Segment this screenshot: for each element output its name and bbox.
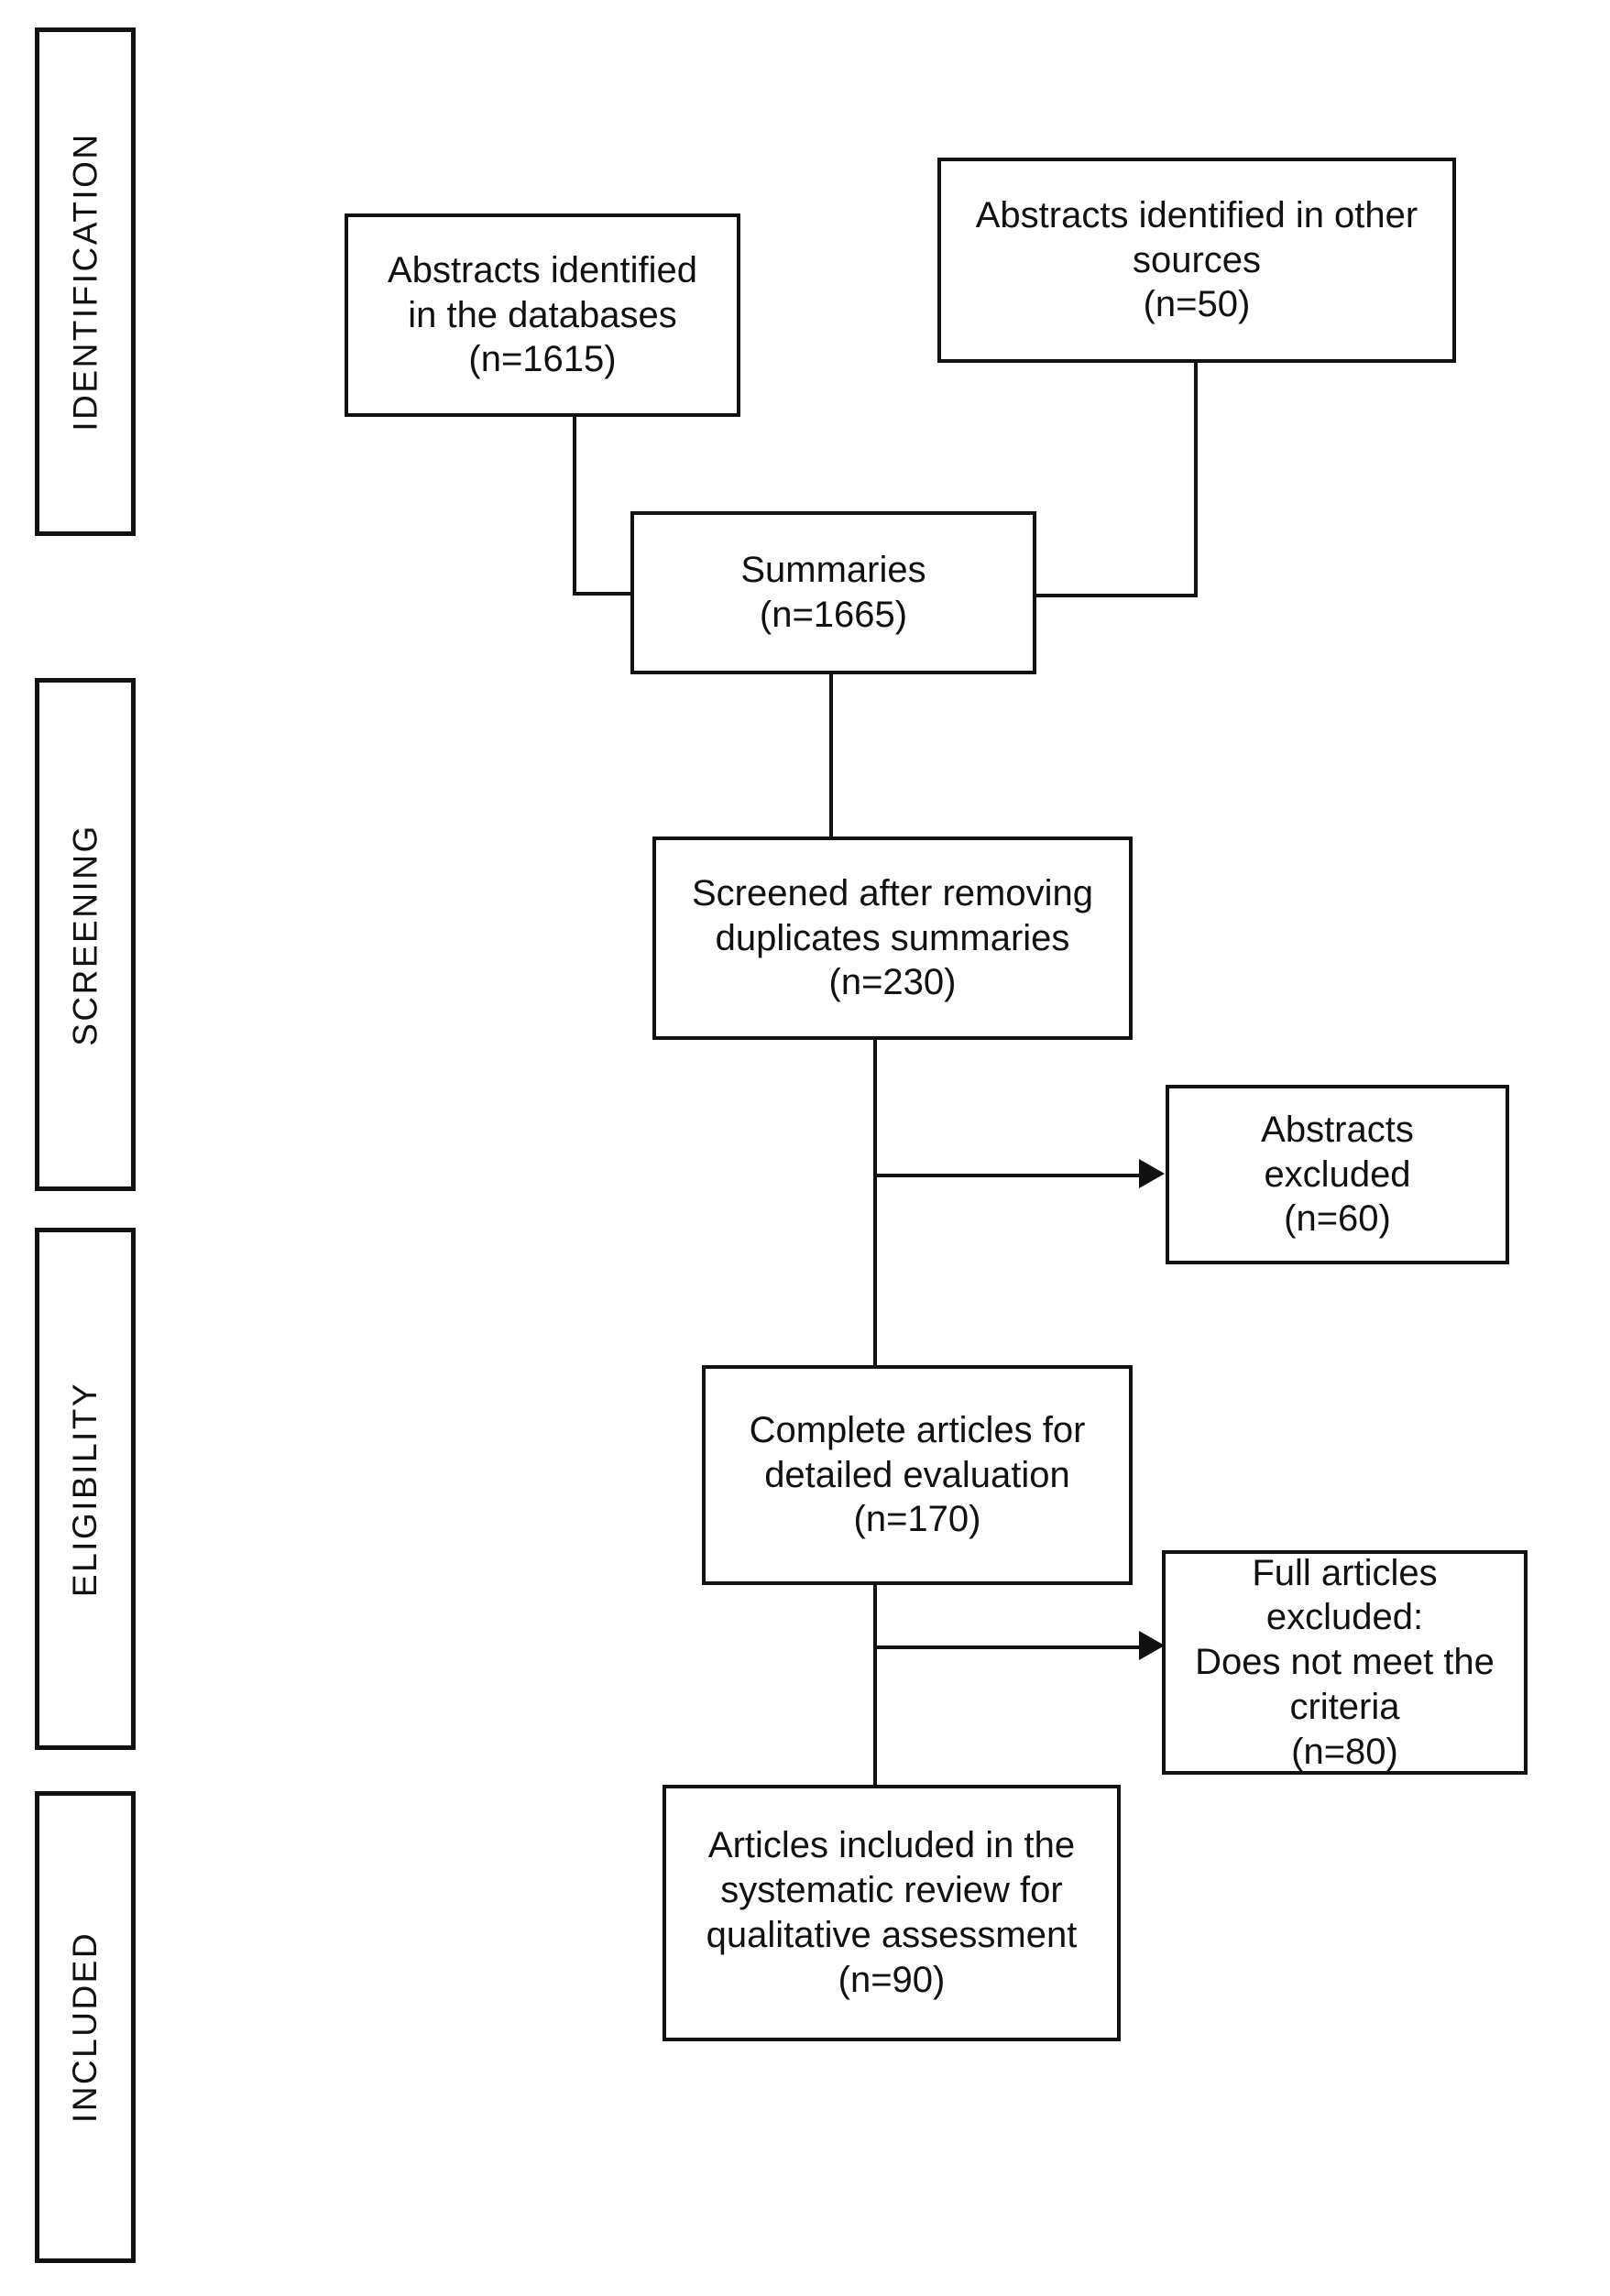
node-articles-included-text: Articles included in the systematic revi… bbox=[706, 1825, 1078, 2000]
connector-complete-to-included bbox=[873, 1581, 877, 1788]
connector-databases-to-summaries-horizontal bbox=[573, 592, 632, 596]
node-summaries-text: Summaries (n=1665) bbox=[740, 550, 926, 635]
phase-label-eligibility: ELIGIBILITY bbox=[66, 1381, 104, 1597]
phase-label-identification: IDENTIFICATION bbox=[66, 132, 104, 432]
arrowhead-full-articles-excluded bbox=[1139, 1631, 1165, 1660]
connector-branch-to-abstracts-excluded bbox=[873, 1174, 1139, 1177]
node-abstracts-excluded[interactable]: Abstracts excluded (n=60) bbox=[1166, 1085, 1509, 1264]
node-full-articles-excluded-text: Full articles excluded: Does not meet th… bbox=[1195, 1552, 1495, 1772]
phase-box-included: INCLUDED bbox=[35, 1791, 136, 2263]
phase-box-eligibility: ELIGIBILITY bbox=[35, 1228, 136, 1750]
node-screened-after-duplicates[interactable]: Screened after removing duplicates summa… bbox=[652, 836, 1133, 1040]
node-complete-articles[interactable]: Complete articles for detailed evaluatio… bbox=[702, 1365, 1133, 1585]
phase-box-screening: SCREENING bbox=[35, 678, 136, 1191]
node-screened-after-duplicates-text: Screened after removing duplicates summa… bbox=[691, 872, 1093, 1003]
connector-other-sources-to-summaries-vertical bbox=[1194, 362, 1198, 596]
connector-other-sources-to-summaries-horizontal bbox=[1035, 594, 1198, 597]
node-abstracts-other-sources-text: Abstracts identified in other sources (n… bbox=[975, 194, 1418, 325]
phase-label-screening: SCREENING bbox=[66, 823, 104, 1046]
connector-summaries-to-screened bbox=[829, 673, 833, 838]
node-abstracts-excluded-text: Abstracts excluded (n=60) bbox=[1261, 1109, 1414, 1240]
connector-branch-to-full-articles-excluded bbox=[873, 1645, 1139, 1649]
node-complete-articles-text: Complete articles for detailed evaluatio… bbox=[749, 1409, 1086, 1540]
phase-box-identification: IDENTIFICATION bbox=[35, 27, 136, 536]
connector-screened-to-complete-articles bbox=[873, 1040, 877, 1406]
node-full-articles-excluded[interactable]: Full articles excluded: Does not meet th… bbox=[1162, 1550, 1528, 1775]
connector-databases-to-summaries-vertical bbox=[573, 415, 576, 594]
arrowhead-abstracts-excluded bbox=[1139, 1159, 1165, 1188]
phase-label-included: INCLUDED bbox=[66, 1930, 104, 2124]
node-articles-included[interactable]: Articles included in the systematic revi… bbox=[663, 1785, 1121, 2041]
node-summaries[interactable]: Summaries (n=1665) bbox=[630, 511, 1036, 674]
node-abstracts-databases-text: Abstracts identified in the databases (n… bbox=[388, 249, 697, 380]
node-abstracts-databases[interactable]: Abstracts identified in the databases (n… bbox=[345, 213, 740, 417]
node-abstracts-other-sources[interactable]: Abstracts identified in other sources (n… bbox=[937, 158, 1456, 363]
